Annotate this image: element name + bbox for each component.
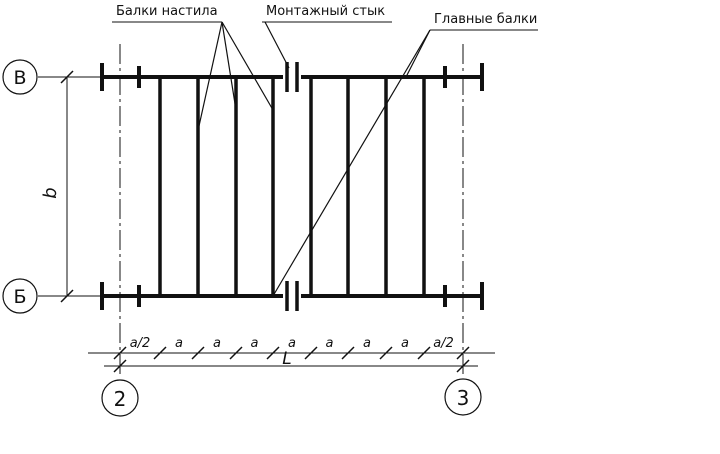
dim-segment-label: a xyxy=(363,336,371,351)
dim-segment-label: a xyxy=(401,336,409,351)
dim-segment-tick xyxy=(191,346,205,360)
dim-label-total: L xyxy=(282,349,291,369)
leader-main-beam-bottom xyxy=(272,29,431,297)
dim-tick-total-left xyxy=(113,359,127,373)
axis-bubble-col-right xyxy=(444,378,482,416)
leader-deck-beam-2 xyxy=(221,21,237,111)
leader-field-joint xyxy=(264,21,290,69)
axis-bubble-row-bottom xyxy=(2,278,38,314)
dim-segment-label: a xyxy=(326,336,334,351)
leader-deck-beam-3 xyxy=(221,21,274,111)
dim-segment-label: a xyxy=(213,336,221,351)
axis-label-col-left: 2 xyxy=(114,387,127,411)
dim-segment-tick xyxy=(266,346,280,360)
dim-label-height: b xyxy=(40,187,61,198)
dim-segment-label: a/2 xyxy=(130,336,151,351)
dim-tick-height-top xyxy=(60,70,74,84)
dim-tick-height-bottom xyxy=(60,289,74,303)
deck-beams xyxy=(158,77,426,296)
axis-label-row-bottom: Б xyxy=(13,286,26,308)
label-field-joint: Монтажный стык xyxy=(266,4,385,19)
leader-deck-beam-1 xyxy=(198,21,223,127)
beam-end-marks xyxy=(100,63,484,310)
label-main-beams: Главные балки xyxy=(434,12,537,27)
dim-segment-label: a xyxy=(175,336,183,351)
dim-segment-label: a xyxy=(288,336,296,351)
field-joint-marks xyxy=(285,62,299,311)
dim-segment-tick xyxy=(417,346,431,360)
dim-segment-ticks xyxy=(113,346,470,360)
axis-label-col-right: 3 xyxy=(457,386,470,410)
dim-segment-label: a xyxy=(251,336,259,351)
axis-bubble-col-left xyxy=(101,379,139,417)
label-deck-beams: Балки настила xyxy=(116,4,218,19)
dim-segment-tick xyxy=(229,346,243,360)
dim-segment-tick xyxy=(153,346,167,360)
dim-tick-total-right xyxy=(456,359,470,373)
dim-segment-tick xyxy=(304,346,318,360)
axis-label-row-top: В xyxy=(13,67,26,89)
dim-segment-label: a/2 xyxy=(433,336,454,351)
dim-segment-tick xyxy=(456,346,470,360)
axis-bubble-row-top xyxy=(2,59,38,95)
dim-segment-labels: a/2 a a a a a a a a/2 xyxy=(130,336,454,351)
dim-segment-tick xyxy=(379,346,393,360)
dim-segment-tick xyxy=(341,346,355,360)
dim-segment-tick xyxy=(113,346,127,360)
